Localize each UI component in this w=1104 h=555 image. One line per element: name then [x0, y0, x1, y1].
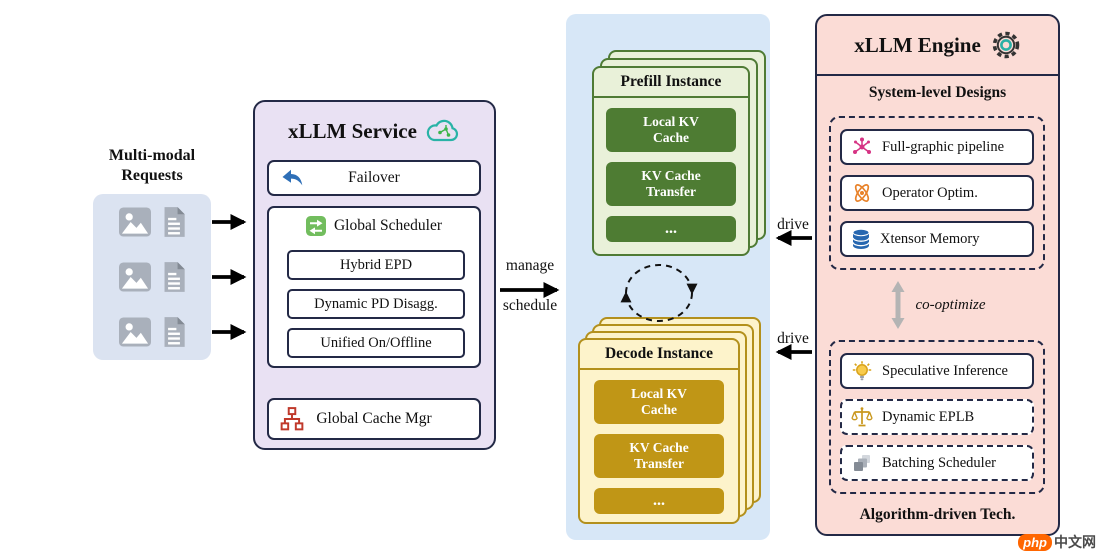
- speculative-inference-box: Speculative Inference: [840, 353, 1034, 389]
- operator-optim-label: Operator Optim.: [882, 184, 978, 201]
- decode-items: Local KV Cache KV Cache Transfer ...: [580, 370, 738, 514]
- double-arrow-icon: [890, 281, 906, 329]
- dynamic-eplb-box: Dynamic EPLB: [840, 399, 1034, 435]
- cache-mgr-label: Global Cache Mgr: [316, 410, 432, 427]
- failover-label: Failover: [348, 169, 400, 186]
- decode-kv-cache-transfer: KV Cache Transfer: [594, 434, 724, 478]
- co-optimize-row: co-optimize: [817, 274, 1058, 336]
- atom-icon: [851, 182, 873, 204]
- prefill-kv-cache-transfer: KV Cache Transfer: [606, 162, 736, 206]
- full-graphic-pipeline-box: Full-graphic pipeline: [840, 129, 1034, 165]
- xtensor-memory-box: Xtensor Memory: [840, 221, 1034, 257]
- scheduler-item-hybrid-epd: Hybrid EPD: [287, 250, 465, 280]
- document-icon: [160, 206, 188, 238]
- schedule-label: schedule: [502, 297, 558, 314]
- scheduler-item-label: Unified On/Offline: [320, 334, 432, 351]
- xllm-engine-box: xLLM Engine System-level Designs Full-gr…: [815, 14, 1060, 536]
- request-row: [117, 206, 188, 238]
- xtensor-memory-label: Xtensor Memory: [880, 230, 980, 247]
- global-cache-mgr-box: Global Cache Mgr: [267, 398, 481, 440]
- global-scheduler-header: Global Scheduler: [269, 208, 479, 244]
- batching-scheduler-label: Batching Scheduler: [882, 454, 996, 471]
- engine-title-row: xLLM Engine: [817, 16, 1058, 76]
- scheduler-item-unified-on-offline: Unified On/Offline: [287, 328, 465, 358]
- scheduler-icon: [305, 216, 326, 236]
- scheduler-item-label: Hybrid EPD: [339, 256, 413, 273]
- global-scheduler-title: Global Scheduler: [333, 217, 443, 234]
- batching-scheduler-box: Batching Scheduler: [840, 445, 1034, 481]
- dynamic-eplb-label: Dynamic EPLB: [882, 408, 975, 425]
- document-icon: [160, 316, 188, 348]
- document-icon: [160, 261, 188, 293]
- prefill-items: Local KV Cache KV Cache Transfer ...: [594, 98, 748, 242]
- request-row: [117, 316, 188, 348]
- decode-more: ...: [594, 488, 724, 514]
- watermark: php 中文网: [1018, 532, 1096, 552]
- global-scheduler-box: Global Scheduler Hybrid EPD Dynamic PD D…: [267, 206, 481, 368]
- cache-mgr-icon: [280, 407, 304, 431]
- gear-icon: [991, 30, 1021, 60]
- batch-icon: [851, 452, 873, 474]
- xllm-service-box: xLLM Service Failover Global Scheduler H…: [253, 100, 496, 450]
- bulb-icon: [851, 360, 873, 382]
- image-icon: [117, 261, 153, 293]
- failover-box: Failover: [267, 160, 481, 196]
- image-icon: [117, 316, 153, 348]
- drive-top-label: drive: [777, 216, 809, 233]
- watermark-php: php: [1018, 533, 1052, 551]
- image-icon: [117, 206, 153, 238]
- decode-local-kv-cache: Local KV Cache: [594, 380, 724, 424]
- speculative-inference-label: Speculative Inference: [882, 362, 1008, 379]
- algorithm-driven-label: Algorithm-driven Tech.: [859, 506, 1016, 523]
- prefill-instance-box: Prefill Instance Local KV Cache KV Cache…: [592, 66, 750, 256]
- service-title-row: xLLM Service: [255, 110, 494, 152]
- requests-box: [93, 194, 211, 360]
- scheduler-item-label: Dynamic PD Disagg.: [314, 295, 438, 312]
- system-level-group: Full-graphic pipeline Operator Optim. Xt…: [829, 116, 1045, 270]
- pipeline-icon: [851, 136, 873, 158]
- prefill-local-kv-cache: Local KV Cache: [606, 108, 736, 152]
- requests-title: Multi-modal Requests: [78, 146, 226, 186]
- prefill-title: Prefill Instance: [594, 68, 748, 98]
- prefill-more: ...: [606, 216, 736, 242]
- request-row: [117, 261, 188, 293]
- scheduler-item-dynamic-pd: Dynamic PD Disagg.: [287, 289, 465, 319]
- scale-icon: [851, 406, 873, 428]
- operator-optim-box: Operator Optim.: [840, 175, 1034, 211]
- algorithm-group: Speculative Inference Dynamic EPLB Batch…: [829, 340, 1045, 494]
- requests-title-line1: Multi-modal: [108, 147, 196, 164]
- cloud-icon: [425, 118, 461, 144]
- decode-instance-box: Decode Instance Local KV Cache KV Cache …: [578, 338, 740, 524]
- co-optimize-label: co-optimize: [915, 296, 986, 313]
- database-icon: [851, 228, 871, 250]
- requests-title-line2: Requests: [121, 167, 183, 184]
- full-graphic-pipeline-label: Full-graphic pipeline: [882, 138, 1005, 155]
- service-title: xLLM Service: [288, 118, 417, 143]
- engine-title: xLLM Engine: [854, 32, 981, 57]
- drive-bottom-label: drive: [777, 330, 809, 347]
- failover-arrow-icon: [280, 168, 304, 189]
- manage-label: manage: [505, 257, 555, 274]
- decode-title: Decode Instance: [580, 340, 738, 370]
- system-level-label: System-level Designs: [868, 84, 1007, 101]
- watermark-site: 中文网: [1054, 534, 1096, 550]
